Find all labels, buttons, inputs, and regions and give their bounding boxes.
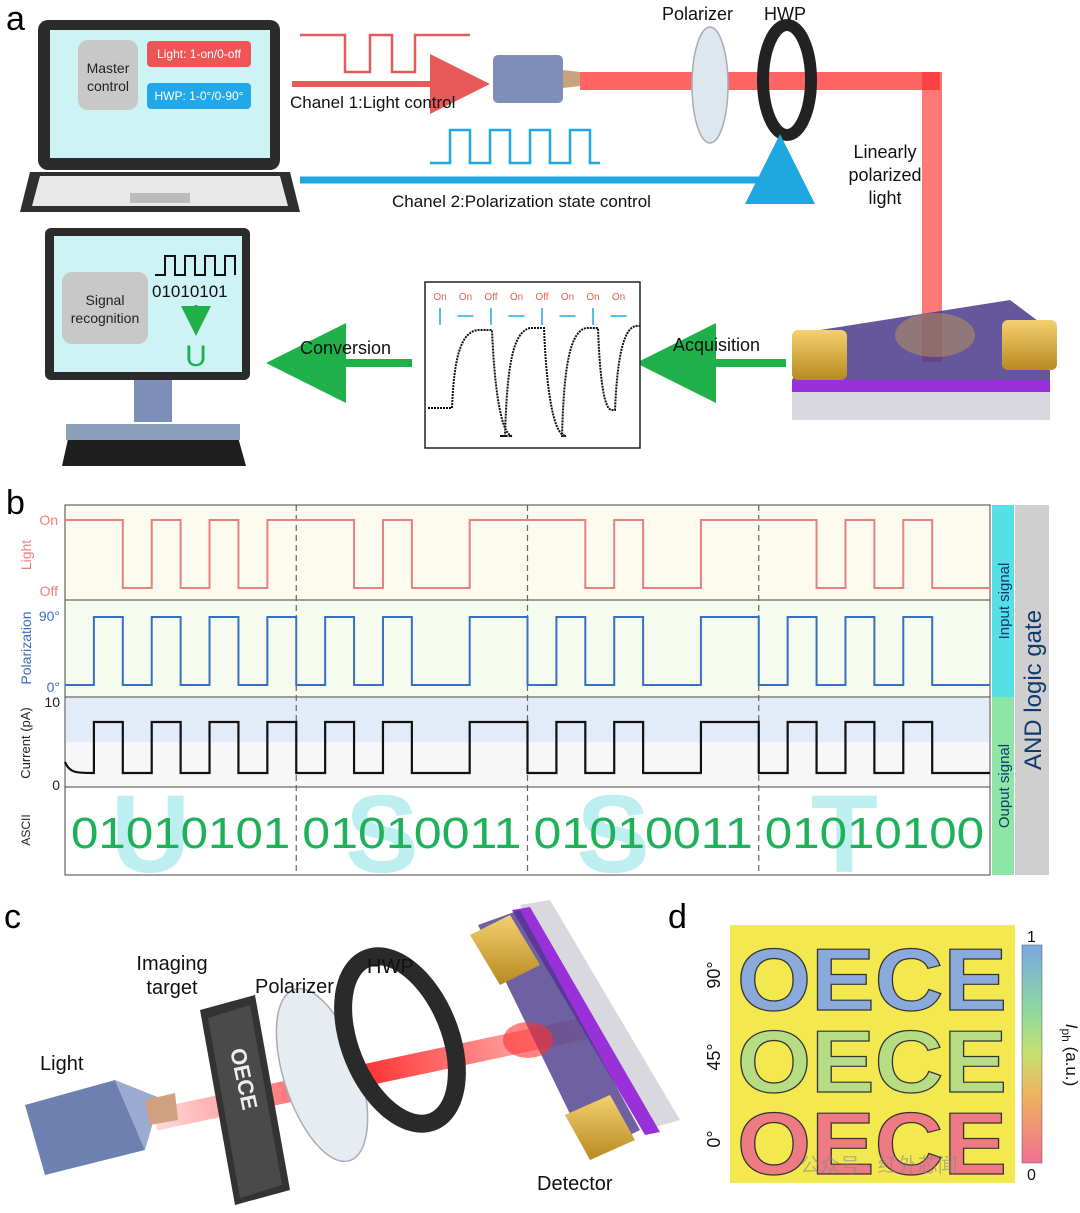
ascii-letter-2: S — [576, 773, 649, 896]
panel-b-label: b — [6, 484, 25, 522]
current-signal-trace — [63, 720, 990, 775]
hwp-ring-c — [334, 947, 466, 1133]
light-on-tick: On — [39, 512, 58, 528]
hwp-label-c: HWP — [367, 956, 414, 978]
detector-c — [470, 900, 680, 1160]
pol-90-tick: 90° — [39, 608, 60, 624]
conversion-label: Conversion — [300, 338, 391, 358]
ascii-axis-label: ASCII — [19, 814, 33, 845]
panel-d-label: d — [668, 898, 687, 936]
oece-row-0: OECE — [737, 930, 1007, 1029]
ascii-letter-1: S — [345, 773, 418, 896]
acquisition-label: Acquisition — [673, 335, 760, 355]
ascii-code-0: 01010101 — [71, 809, 290, 858]
inset-state-4: Off — [535, 292, 548, 303]
angle-label-1: 45° — [704, 1043, 724, 1070]
light-axis-label: Light — [18, 540, 34, 570]
hwp-control-button[interactable] — [147, 83, 251, 109]
ascii-letter-0: U — [111, 773, 190, 896]
light-signal-trace — [65, 519, 990, 589]
light-control-button[interactable] — [147, 41, 251, 67]
and-gate-bar — [1015, 505, 1049, 875]
hwp-control-button-label: HWP: 1-0°/0-90° — [155, 89, 244, 103]
panel-c-label: c — [4, 898, 21, 936]
channel2-pulse — [430, 128, 600, 165]
current-max-tick: 10 — [44, 694, 60, 710]
output-signal-label: Ouput signal — [996, 744, 1013, 828]
polarizer-label-a: Polarizer — [662, 4, 733, 24]
channel1-pulse — [300, 33, 470, 74]
input-signal-bar — [992, 505, 1014, 697]
colorbar — [1021, 944, 1043, 1164]
ascii-code-2: 01010011 — [534, 809, 753, 858]
panel-d-image-bg — [730, 925, 1015, 1183]
angle-label-2: 0° — [704, 1130, 724, 1147]
polarizer-lens-a — [691, 26, 729, 144]
output-signal-bar — [992, 697, 1014, 875]
panel-a-label: a — [6, 0, 25, 38]
light-off-tick: Off — [40, 583, 59, 599]
inset-state-6: On — [586, 292, 599, 303]
monitor-pulse — [155, 255, 236, 276]
polarization-signal-trace — [65, 616, 990, 686]
angle-label-0: 90° — [704, 961, 724, 988]
inset-state-5: On — [561, 292, 574, 303]
panel-b-dividers — [295, 505, 760, 875]
inset-state-2: Off — [484, 292, 497, 303]
device-a — [792, 300, 1057, 420]
and-gate-label: AND logic gate — [1020, 610, 1047, 770]
laser-beam-a-down — [922, 72, 942, 362]
inset-state-0: On — [433, 292, 446, 303]
polarization-axis-label: Polarization — [18, 611, 34, 684]
inset-photocurrent-trace — [428, 325, 640, 437]
light-source-c — [25, 1080, 178, 1175]
ascii-code-3: 01010100 — [765, 809, 984, 858]
input-signal-label: Input signal — [996, 563, 1013, 640]
colorbar-label: Iph (a.u.) — [1059, 1024, 1080, 1087]
inset-state-1: On — [459, 292, 472, 303]
watermark: 公众号 · 红外芯闻 — [800, 1154, 958, 1177]
current-min-tick: 0 — [52, 777, 60, 793]
imaging-target: OECE — [200, 995, 290, 1205]
oece-row-1: OECE — [737, 1012, 1007, 1111]
monitor-binary: 01010101 — [152, 282, 228, 301]
pol-0-tick: 0° — [47, 679, 60, 695]
panel-d-rows: OECE 90° OECE 45° OECE 0° — [704, 929, 1008, 1193]
hwp-label-a: HWP — [764, 4, 806, 24]
inset-state-7: On — [612, 292, 625, 303]
inset-state-3: On — [510, 292, 523, 303]
monitor — [45, 228, 250, 466]
colorbar-max: 1 — [1027, 929, 1036, 946]
channel1-label: Chanel 1:Light control — [290, 93, 455, 112]
light-label-c: Light — [40, 1053, 84, 1075]
detector-label: Detector — [537, 1173, 613, 1195]
channel2-label: Chanel 2:Polarization state control — [392, 192, 651, 211]
polarizer-label-c: Polarizer — [255, 976, 334, 998]
acquisition-inset-frame — [424, 281, 641, 449]
oece-row-2: OECE — [737, 1094, 1007, 1193]
ascii-code-1: 01010011 — [302, 809, 521, 858]
laser-source — [493, 55, 580, 103]
light-control-button-label: Light: 1-on/0-off — [157, 47, 242, 61]
ascii-letter-3: T — [811, 773, 878, 896]
colorbar-min: 0 — [1027, 1167, 1036, 1184]
monitor-decoded-letter: U — [185, 340, 207, 373]
channel2-arrow — [300, 134, 815, 204]
inset-states: On On Off On Off On On On — [433, 292, 627, 325]
current-axis-label: Current (pA) — [18, 707, 33, 779]
